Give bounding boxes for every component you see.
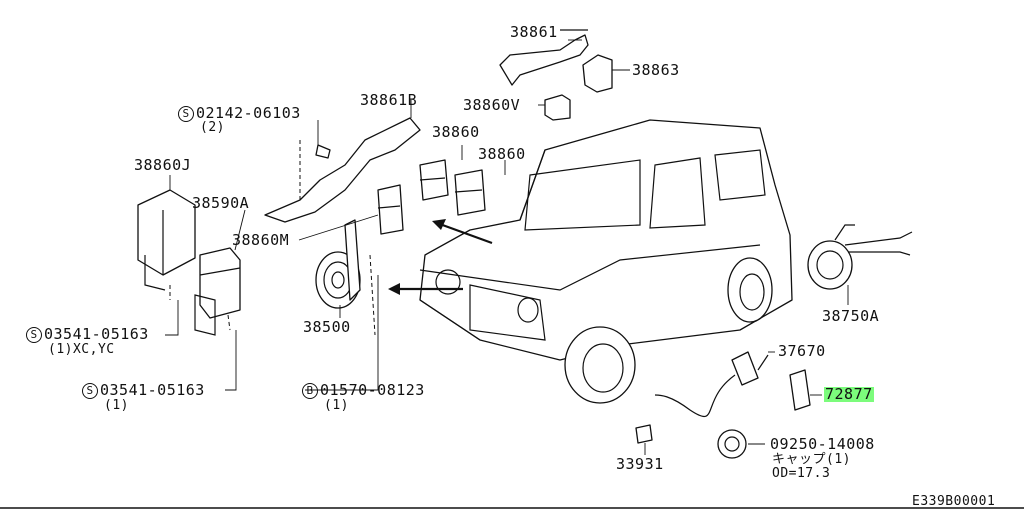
label-38861[interactable]: 38861 xyxy=(510,23,558,41)
relay-38590A xyxy=(194,247,241,336)
label-38500[interactable]: 38500 xyxy=(303,318,351,336)
label-01570-text: 01570-08123 xyxy=(320,381,425,399)
label-09250-note2: OD=17.3 xyxy=(772,466,831,481)
label-37670[interactable]: 37670 xyxy=(778,342,826,360)
part-38860V xyxy=(544,94,571,121)
vehicle-body xyxy=(419,119,793,404)
label-09250-14008[interactable]: 09250-14008 xyxy=(770,435,875,453)
bracket-38861B xyxy=(264,117,421,223)
module-38860J xyxy=(137,189,196,300)
s-symbol: S xyxy=(26,327,42,343)
label-01570-qty: (1) xyxy=(324,398,349,413)
clip-33931 xyxy=(635,424,653,444)
screw-02142 xyxy=(315,144,331,159)
label-38860J[interactable]: 38860J xyxy=(134,156,192,174)
horn-38750A xyxy=(807,224,913,290)
cap-09250 xyxy=(717,429,747,459)
label-38863[interactable]: 38863 xyxy=(632,61,680,79)
switch-37670 xyxy=(654,351,769,417)
bracket-38861 xyxy=(499,29,589,86)
label-38750A[interactable]: 38750A xyxy=(822,307,880,325)
label-38860V[interactable]: 38860V xyxy=(463,96,521,114)
relay-38860-b xyxy=(454,169,486,216)
s-symbol: S xyxy=(82,383,98,399)
label-03541-b-qty: (1) xyxy=(104,398,129,413)
label-03541-a-text: 03541-05163 xyxy=(44,325,149,343)
label-33931[interactable]: 33931 xyxy=(616,455,664,473)
part-38863 xyxy=(582,54,613,93)
leader-lines xyxy=(165,39,849,455)
relay-38860-a xyxy=(419,159,449,201)
relay-38860M xyxy=(377,184,404,235)
arrows xyxy=(388,219,493,295)
s-symbol: S xyxy=(178,106,194,122)
label-38861B[interactable]: 38861B xyxy=(360,91,418,109)
bracket-72877 xyxy=(789,369,811,411)
b-symbol: B xyxy=(302,383,318,399)
label-02142-qty: (2) xyxy=(200,120,225,135)
label-72877[interactable]: 72877 xyxy=(824,385,874,403)
label-38860-a[interactable]: 38860 xyxy=(432,123,480,141)
label-09250-note1: キャップ(1) xyxy=(772,452,851,467)
label-02142-06103-text: 02142-06103 xyxy=(196,104,301,122)
label-03541-a-qty: (1)XC,YC xyxy=(48,342,115,357)
label-03541-b-text: 03541-05163 xyxy=(100,381,205,399)
label-38860M[interactable]: 38860M xyxy=(232,231,290,249)
label-38860-b[interactable]: 38860 xyxy=(478,145,526,163)
diagram-id: E339B00001 xyxy=(912,494,996,509)
label-38590A[interactable]: 38590A xyxy=(192,194,250,212)
horn-38500 xyxy=(315,219,376,336)
